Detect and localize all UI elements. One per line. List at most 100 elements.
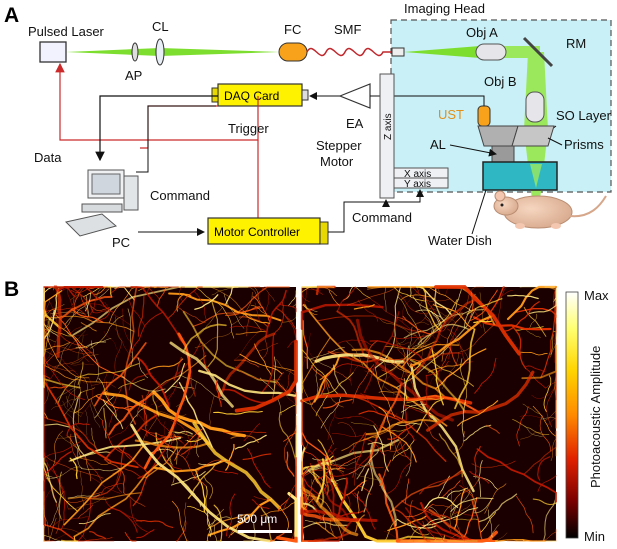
- vessel: [361, 468, 370, 492]
- vessel: [336, 286, 356, 312]
- vessel: [161, 453, 182, 470]
- vessel: [44, 462, 58, 503]
- vessel: [225, 443, 235, 471]
- vessel: [43, 517, 57, 542]
- vessel: [210, 286, 262, 331]
- vessel: [151, 286, 157, 289]
- vessel: [431, 310, 442, 329]
- vessel: [43, 328, 90, 379]
- vessel: [301, 349, 341, 398]
- vessel: [129, 493, 148, 533]
- prism-right: [511, 125, 555, 147]
- vessel: [310, 465, 325, 508]
- vessel: [43, 457, 79, 512]
- vessel: [108, 391, 155, 436]
- vessel: [537, 474, 557, 492]
- vessel: [141, 428, 175, 450]
- vessel: [51, 399, 75, 410]
- vessel: [406, 398, 442, 404]
- vessel: [412, 296, 442, 318]
- vessel: [71, 356, 85, 365]
- vessel: [59, 434, 79, 449]
- vessel: [66, 423, 90, 437]
- vessel: [466, 298, 503, 315]
- vessel: [364, 437, 386, 456]
- data-line: [95, 95, 218, 162]
- vessel: [80, 322, 97, 332]
- laser-beam-2: [160, 48, 280, 56]
- vessel: [136, 529, 155, 539]
- vessel: [333, 370, 351, 381]
- vessel: [273, 379, 288, 393]
- vessel: [130, 286, 187, 347]
- vessel: [213, 524, 223, 542]
- vessel: [81, 467, 122, 472]
- vessel: [118, 378, 145, 389]
- vessel: [349, 353, 355, 386]
- vessel: [419, 289, 430, 306]
- vessel: [94, 396, 115, 419]
- vessel: [116, 468, 123, 493]
- vessel: [346, 340, 364, 368]
- vessel: [82, 455, 103, 483]
- vessel: [104, 302, 131, 326]
- vessel: [259, 504, 276, 542]
- vessel: [410, 363, 475, 493]
- vessel: [519, 351, 548, 356]
- trigger-label: Trigger: [228, 121, 269, 136]
- vessel: [337, 422, 356, 437]
- prisms-label: Prisms: [564, 137, 604, 152]
- vessel: [69, 457, 78, 480]
- vessel: [192, 421, 282, 510]
- vessel: [242, 453, 272, 460]
- so-layer-label: SO Layer: [556, 108, 612, 123]
- vessel: [379, 424, 412, 462]
- vessel: [469, 289, 498, 321]
- fiber-ferrule: [391, 47, 405, 57]
- vessel: [411, 322, 430, 328]
- vessel: [282, 466, 297, 513]
- vessel: [387, 356, 409, 373]
- vessel: [520, 432, 542, 440]
- laser-beam-1: [66, 48, 160, 56]
- vessel: [486, 424, 500, 434]
- vessel: [478, 460, 483, 498]
- vessel: [352, 364, 375, 404]
- vessel: [102, 391, 211, 446]
- vessel: [512, 418, 550, 436]
- vessel: [386, 462, 412, 495]
- colorbar-min-label: Min: [584, 529, 605, 544]
- vessel: [352, 433, 367, 478]
- vessel: [213, 410, 263, 415]
- vessel: [70, 286, 94, 313]
- vessel: [476, 448, 557, 503]
- vessel: [304, 304, 318, 315]
- vessel: [362, 436, 379, 441]
- vessel: [469, 470, 490, 484]
- vessel: [123, 492, 146, 507]
- vessel: [469, 291, 474, 318]
- vessel: [205, 485, 211, 529]
- vessel: [215, 379, 222, 408]
- vessel: [415, 301, 437, 325]
- vessel: [397, 317, 423, 340]
- vessel: [317, 439, 332, 466]
- z-axis-stage: [379, 73, 395, 199]
- vessel: [454, 328, 476, 410]
- vessel: [355, 318, 454, 422]
- vessel: [418, 516, 448, 530]
- vessel: [450, 497, 494, 513]
- vessel: [129, 407, 146, 425]
- panel-b-letter: B: [4, 278, 19, 301]
- vessel: [119, 449, 135, 463]
- vessel: [309, 478, 324, 522]
- vessel: [438, 433, 463, 478]
- vessel: [137, 357, 149, 379]
- vessel: [392, 432, 410, 459]
- vessel: [52, 342, 71, 372]
- vessel: [300, 486, 359, 537]
- vessel: [378, 473, 399, 543]
- vessel: [269, 531, 286, 542]
- vessel: [72, 286, 239, 336]
- vessel: [136, 390, 150, 418]
